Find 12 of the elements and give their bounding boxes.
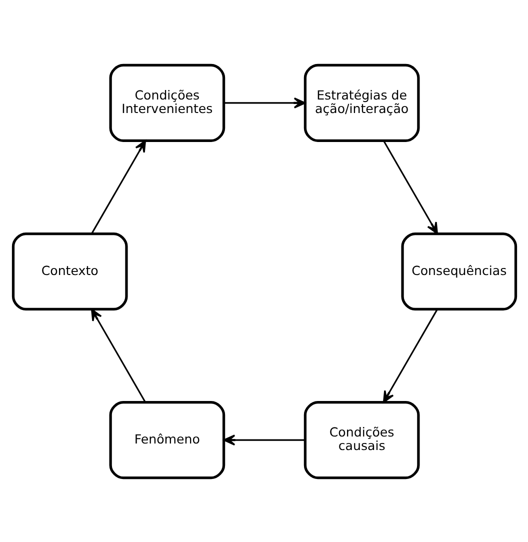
arrow [224,96,306,108]
arrow [90,308,146,402]
node-box: Condições Intervenientes [108,63,225,142]
arrow [222,434,304,446]
node-box: Condições causais [303,400,420,479]
node-box: Estratégias de ação/interação [303,63,420,142]
arrow [382,308,438,402]
node-box: Consequências [400,232,517,310]
arrow [90,140,146,234]
node-box: Contexto [11,232,128,310]
arrow [382,140,438,234]
node-box: Fenômeno [108,400,225,479]
